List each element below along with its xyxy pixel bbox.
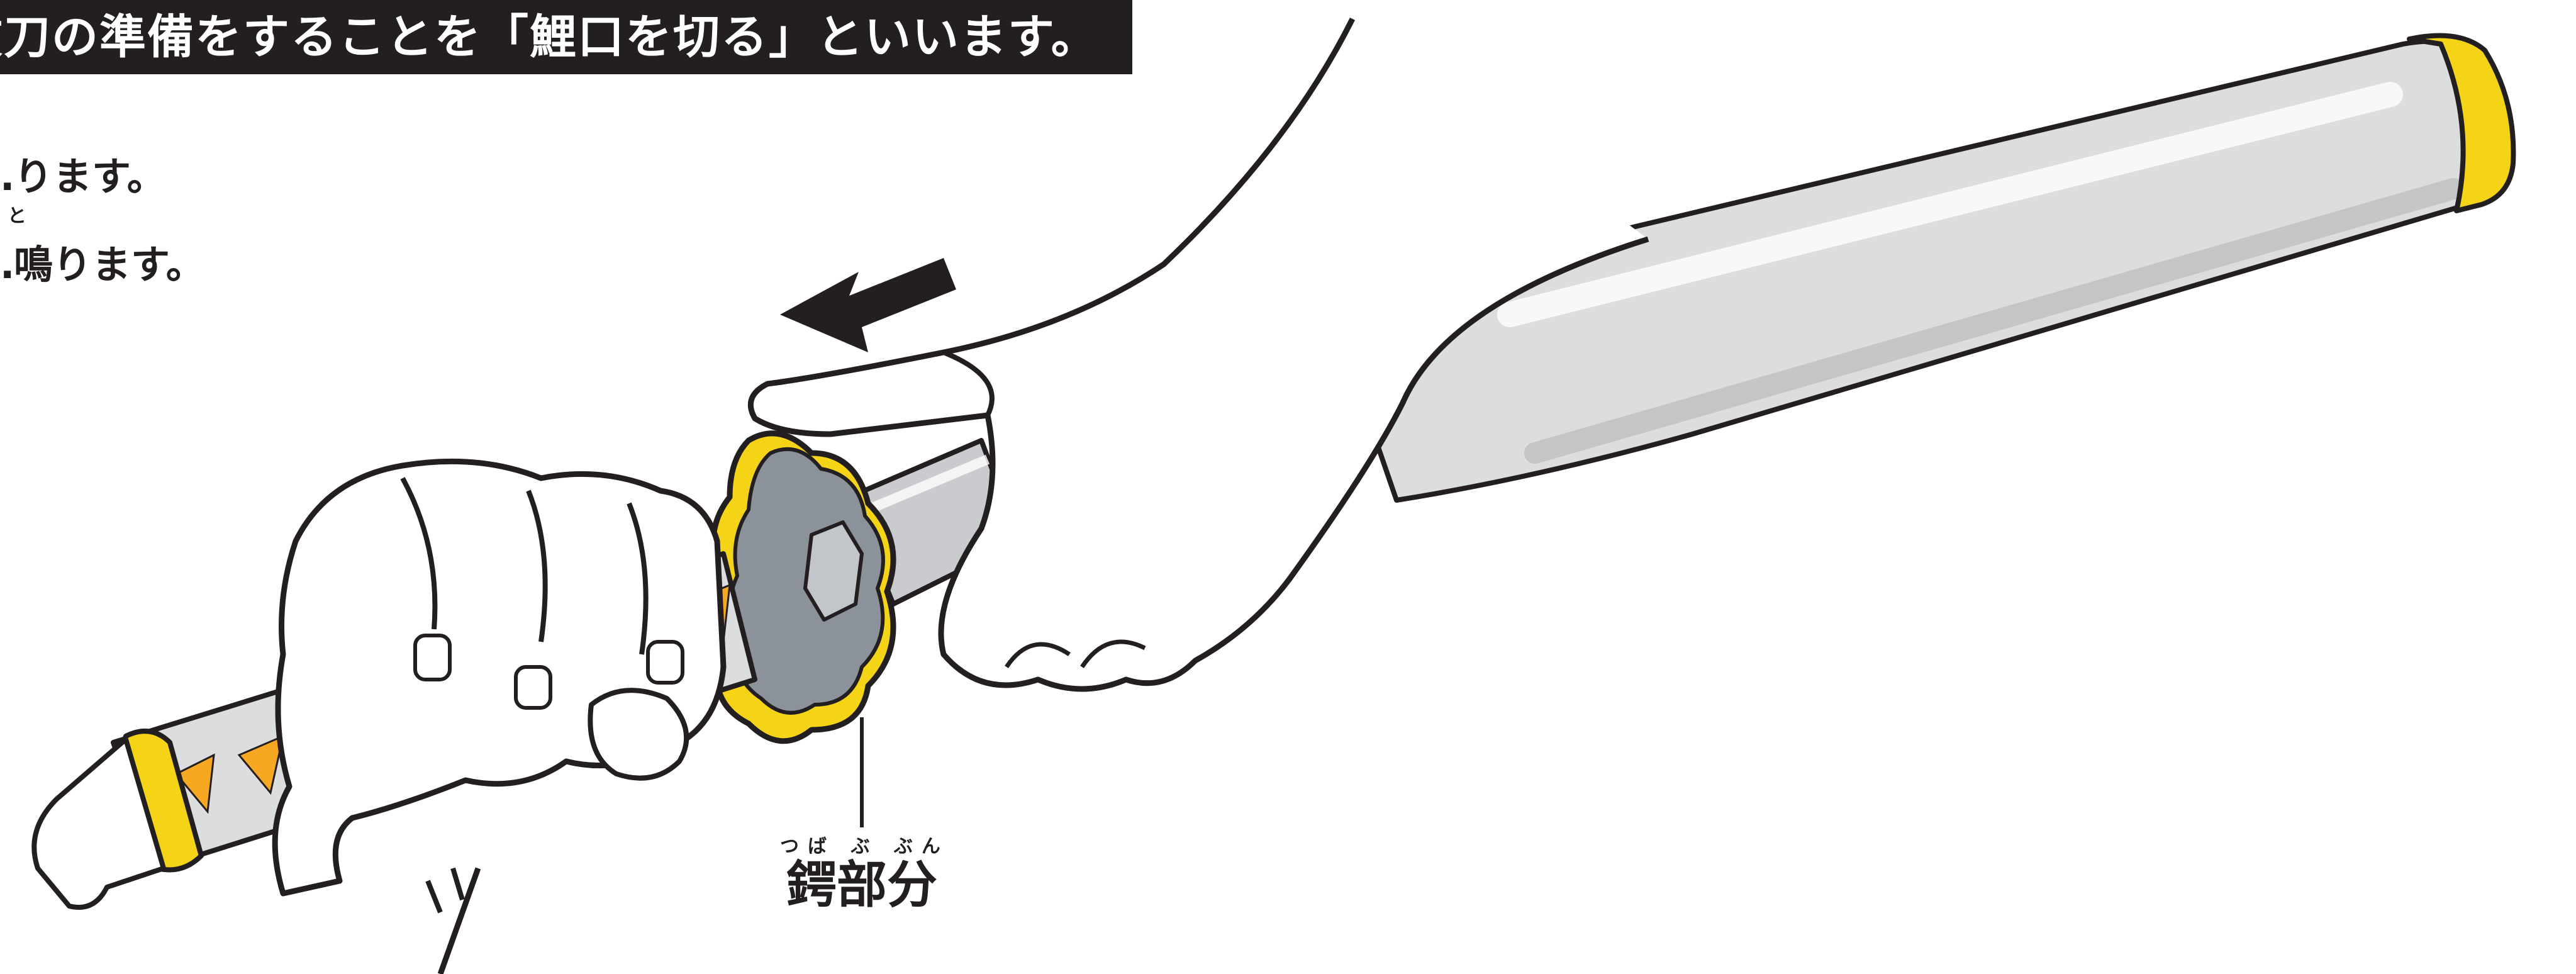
instruction-ruby: と — [8, 205, 26, 227]
grip-pommel — [31, 737, 166, 910]
finger-line — [627, 502, 649, 655]
fingernail — [646, 640, 684, 685]
wrist-line — [437, 867, 481, 974]
finger-line — [526, 490, 548, 642]
instruction-line-2: …鳴ります。 — [0, 242, 205, 288]
tsuba-label-ruby: つば ぶ ぶん — [780, 836, 949, 858]
banner-text: 抜刀の準備をすることを「鯉口を切る」といいます。 — [0, 10, 1099, 64]
thumb-crease — [942, 350, 995, 417]
left-thumb — [588, 688, 689, 781]
tsuba-part-label: つば ぶ ぶん 鍔部分 — [780, 831, 944, 912]
instruction-line-1: …ります。 — [0, 154, 166, 199]
sheath-cap — [2407, 33, 2516, 213]
right-hand — [747, 17, 1649, 692]
wrap-diamond — [174, 753, 215, 814]
collar-highlight — [866, 454, 990, 515]
finger-line — [400, 477, 438, 630]
title-banner: 抜刀の準備をすることを「鯉口を切る」といいます。 — [0, 0, 1132, 74]
sheath-shade — [1524, 178, 2464, 464]
right-hand-outline — [747, 17, 1649, 692]
guard-hole — [803, 520, 864, 622]
tsuba-label-text: 鍔部分 — [786, 856, 937, 914]
motion-tick — [425, 867, 465, 914]
knuckle-line — [1005, 639, 1146, 668]
left-hand — [272, 458, 727, 974]
fingernail — [413, 634, 452, 681]
sheath-highlight — [1497, 82, 2403, 327]
wrap-diamond — [237, 734, 285, 795]
fingernail — [514, 665, 552, 710]
left-arrow-icon — [780, 258, 956, 352]
left-hand-outline — [272, 458, 727, 897]
